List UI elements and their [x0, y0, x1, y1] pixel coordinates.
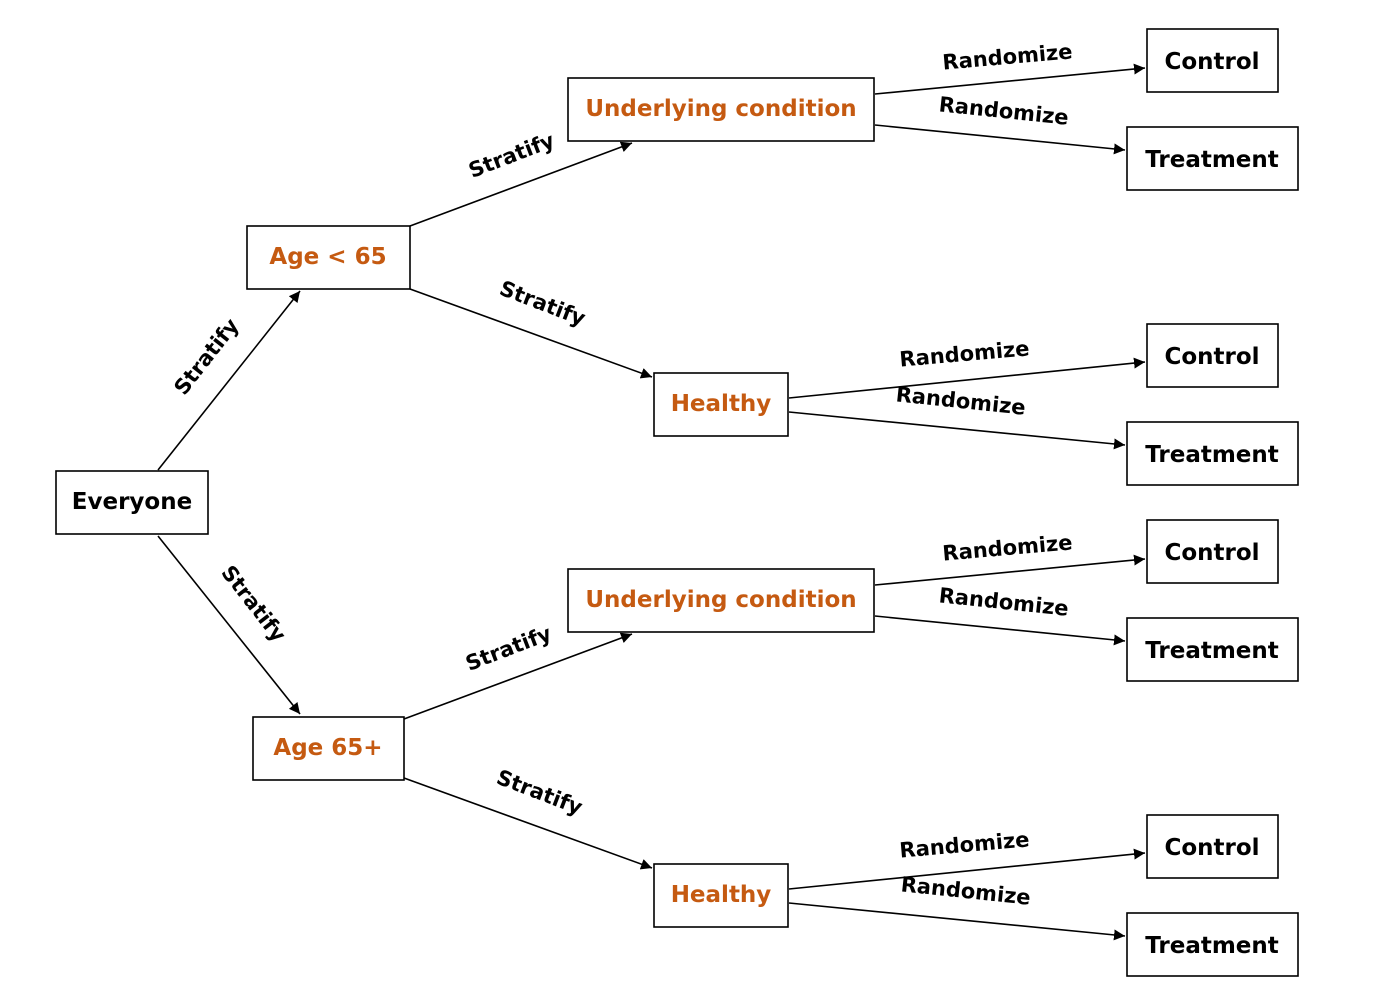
node-age-65-plus: Age 65+ [252, 716, 405, 781]
node-control-2-label: Control [1164, 344, 1259, 370]
label-stratify-everyone-old: Stratify [216, 561, 290, 647]
label-randomize-2: Randomize [938, 92, 1070, 129]
node-everyone: Everyone [55, 470, 209, 535]
edge-young-underlying-to-control [874, 63, 1146, 95]
label-randomize-7: Randomize [898, 827, 1030, 862]
edge-age-under-65-to-underlying [409, 141, 633, 227]
node-young-underlying-condition: Underlying condition [567, 77, 875, 142]
node-treatment-3: Treatment [1126, 617, 1299, 682]
label-randomize-3: Randomize [898, 336, 1030, 371]
node-old-underlying-condition-label: Underlying condition [585, 587, 856, 613]
label-stratify-old-healthy: Stratify [493, 765, 586, 820]
node-control-2: Control [1146, 323, 1279, 388]
label-stratify-young-underlying: Stratify [465, 128, 558, 183]
edge-everyone-to-age-65-plus [157, 535, 301, 715]
edge-age-65-plus-to-healthy [403, 777, 653, 870]
node-control-4: Control [1146, 814, 1279, 879]
edge-young-underlying-to-treatment [874, 124, 1126, 155]
node-control-3: Control [1146, 519, 1279, 584]
edge-old-underlying-to-control [874, 554, 1146, 586]
label-randomize-5: Randomize [941, 530, 1073, 565]
edge-age-under-65-to-healthy [409, 288, 653, 379]
node-control-1: Control [1146, 28, 1279, 93]
node-age-65-plus-label: Age 65+ [273, 735, 382, 761]
label-randomize-1: Randomize [941, 39, 1073, 74]
node-everyone-label: Everyone [72, 489, 192, 515]
node-young-underlying-condition-label: Underlying condition [585, 96, 856, 122]
label-randomize-4: Randomize [895, 382, 1027, 419]
node-old-healthy: Healthy [653, 863, 789, 928]
node-treatment-4: Treatment [1126, 912, 1299, 977]
label-randomize-6: Randomize [938, 583, 1070, 620]
node-control-1-label: Control [1164, 49, 1259, 75]
label-randomize-8: Randomize [900, 872, 1032, 909]
label-stratify-young-healthy: Stratify [496, 276, 589, 331]
node-age-under-65: Age < 65 [246, 225, 411, 290]
edge-old-healthy-to-control [788, 848, 1146, 890]
node-age-under-65-label: Age < 65 [269, 244, 386, 270]
node-treatment-2-label: Treatment [1145, 442, 1279, 468]
node-treatment-4-label: Treatment [1145, 933, 1279, 959]
node-treatment-3-label: Treatment [1145, 638, 1279, 664]
edge-everyone-to-age-under-65 [157, 290, 301, 471]
edge-young-healthy-to-treatment [788, 411, 1126, 450]
edge-age-65-plus-to-underlying [403, 632, 633, 720]
nodes: Everyone Age < 65 Age 65+ Underlying con… [55, 28, 1299, 977]
edges [157, 63, 1146, 941]
label-stratify-everyone-young: Stratify [169, 314, 243, 400]
node-old-healthy-label: Healthy [671, 882, 772, 908]
node-control-4-label: Control [1164, 835, 1259, 861]
node-control-3-label: Control [1164, 540, 1259, 566]
node-treatment-1-label: Treatment [1145, 147, 1279, 173]
node-old-underlying-condition: Underlying condition [567, 568, 875, 633]
node-young-healthy: Healthy [653, 372, 789, 437]
node-treatment-2: Treatment [1126, 421, 1299, 486]
node-young-healthy-label: Healthy [671, 391, 772, 417]
edge-old-healthy-to-treatment [788, 902, 1126, 941]
edge-old-underlying-to-treatment [874, 615, 1126, 646]
node-treatment-1: Treatment [1126, 126, 1299, 191]
edge-young-healthy-to-control [788, 357, 1146, 399]
